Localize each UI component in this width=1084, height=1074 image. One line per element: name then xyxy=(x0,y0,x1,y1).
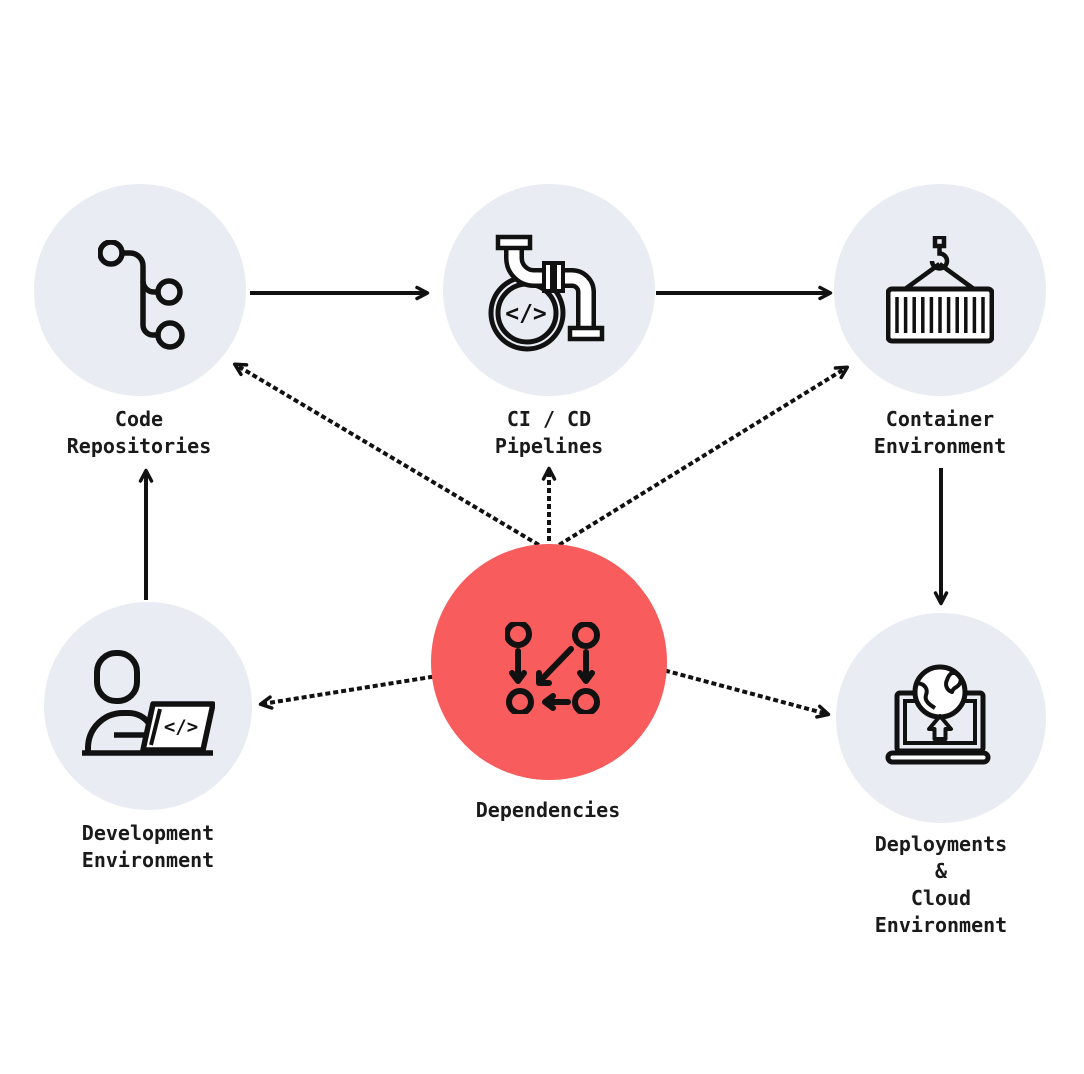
label-dependencies: Dependencies xyxy=(475,798,621,822)
node-dependencies xyxy=(431,544,667,780)
container-crane-icon xyxy=(886,236,994,344)
pipeline-icon: </> xyxy=(488,234,605,352)
globe-laptop-upload-icon xyxy=(885,664,991,765)
arrow-dependencies-to-development-environment xyxy=(258,674,434,710)
label-deployments-cloud-environment: Deployments & Cloud Environment xyxy=(874,832,1008,937)
label-development-environment: Development Environment xyxy=(81,821,215,872)
arrow-dependencies-to-code-repositories xyxy=(232,362,547,551)
code-glyph: </> xyxy=(505,301,547,327)
arrow-dependencies-to-deployments-cloud-environment xyxy=(664,668,831,719)
node-code-repositories xyxy=(34,184,246,396)
git-branch-icon xyxy=(98,240,185,350)
dependency-graph-icon xyxy=(505,622,600,714)
code-glyph: </> xyxy=(164,716,198,738)
developer-laptop-icon: </> xyxy=(82,650,215,756)
arrow-dependencies-to-container-environment xyxy=(551,365,850,551)
label-cicd-pipelines: CI / CD Pipelines xyxy=(494,407,604,458)
node-development-environment xyxy=(44,602,252,810)
label-container-environment: Container Environment xyxy=(873,407,1007,458)
label-code-repositories: Code Repositories xyxy=(66,407,212,458)
